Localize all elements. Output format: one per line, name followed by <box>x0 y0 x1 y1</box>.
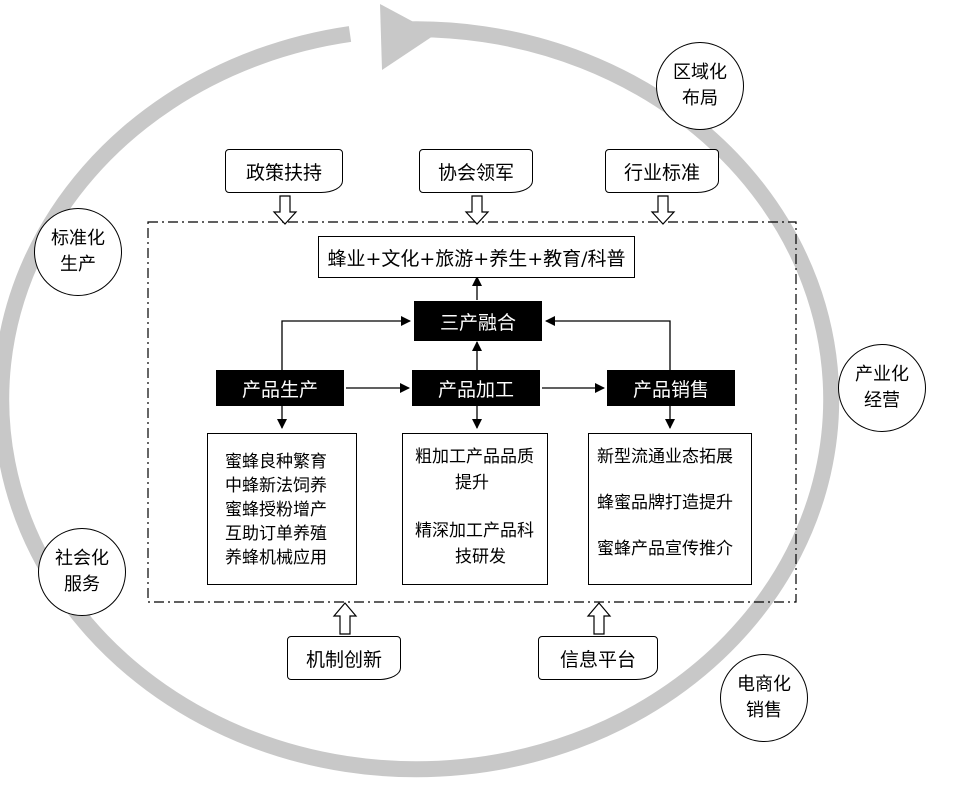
production-details: 蜜蜂良种繁育 中蜂新法饲养 蜜蜂授粉增产 互助订单养殖 养蜂机械应用 <box>207 433 357 585</box>
core-frame <box>147 221 797 603</box>
input-policy: 政策扶持 <box>225 149 343 193</box>
cycle-node-line2: 经营 <box>864 390 900 411</box>
stage-sales: 产品销售 <box>607 370 735 406</box>
list-item: 养蜂机械应用 <box>225 548 327 568</box>
list-item: 蜂蜜品牌打造提升 <box>597 493 733 513</box>
list-item: 技研发 <box>455 547 506 567</box>
cycle-node-line1: 社会化 <box>55 548 109 569</box>
list-item: 蜜蜂授粉增产 <box>225 500 327 520</box>
hollow-arrow-down-1 <box>272 195 298 225</box>
stage-production: 产品生产 <box>216 370 344 406</box>
list-item: 互助订单养殖 <box>225 524 327 544</box>
processing-details: 粗加工产品品质 提升 精深加工产品科 技研发 <box>402 433 548 585</box>
arrow-production-to-fusion <box>281 316 411 370</box>
cycle-node-standard: 标准化 生产 <box>34 208 122 296</box>
list-item <box>415 496 547 518</box>
list-item: 中蜂新法饲养 <box>225 476 327 496</box>
input-association: 协会领军 <box>419 149 533 193</box>
list-item: 蜜蜂产品宣传推介 <box>597 539 733 559</box>
cycle-node-line1: 区域化 <box>673 62 727 83</box>
cycle-node-line2: 销售 <box>746 700 782 721</box>
hollow-arrow-up-2 <box>586 602 612 635</box>
list-item <box>597 516 751 536</box>
cycle-node-industrial: 产业化 经营 <box>838 344 926 432</box>
hollow-arrow-down-2 <box>464 195 490 225</box>
list-item <box>597 470 751 490</box>
fusion-box: 三产融合 <box>414 301 542 341</box>
cycle-node-line2: 布局 <box>682 88 718 109</box>
list-item: 新型流通业态拓展 <box>597 447 733 467</box>
list-item: 粗加工产品品质 <box>415 447 534 467</box>
sales-details: 新型流通业态拓展 蜂蜜品牌打造提升 蜜蜂产品宣传推介 <box>588 433 752 585</box>
arrow-sales-to-fusion <box>545 316 671 370</box>
stage-processing: 产品加工 <box>412 370 540 406</box>
hollow-arrow-up-1 <box>332 602 358 635</box>
input-info-platform: 信息平台 <box>538 636 658 680</box>
list-item: 精深加工产品科 <box>415 521 534 541</box>
cycle-node-line1: 电商化 <box>737 674 791 695</box>
cycle-node-regional: 区域化 布局 <box>656 42 744 130</box>
list-item: 提升 <box>455 473 489 493</box>
cycle-node-ecommerce: 电商化 销售 <box>720 654 808 742</box>
fusion-target-box: 蜂业+文化+旅游+养生+教育/科普 <box>318 236 635 278</box>
cycle-arrowhead <box>380 4 436 70</box>
cycle-node-line2: 生产 <box>60 254 96 275</box>
hollow-arrow-down-3 <box>650 195 676 225</box>
cycle-node-line1: 产业化 <box>855 364 909 385</box>
list-item: 蜜蜂良种繁育 <box>225 452 327 472</box>
input-standard: 行业标准 <box>605 149 719 193</box>
cycle-node-social: 社会化 服务 <box>38 528 126 616</box>
cycle-node-line1: 标准化 <box>51 228 105 249</box>
input-mechanism: 机制创新 <box>287 636 401 680</box>
cycle-node-line2: 服务 <box>64 574 100 595</box>
